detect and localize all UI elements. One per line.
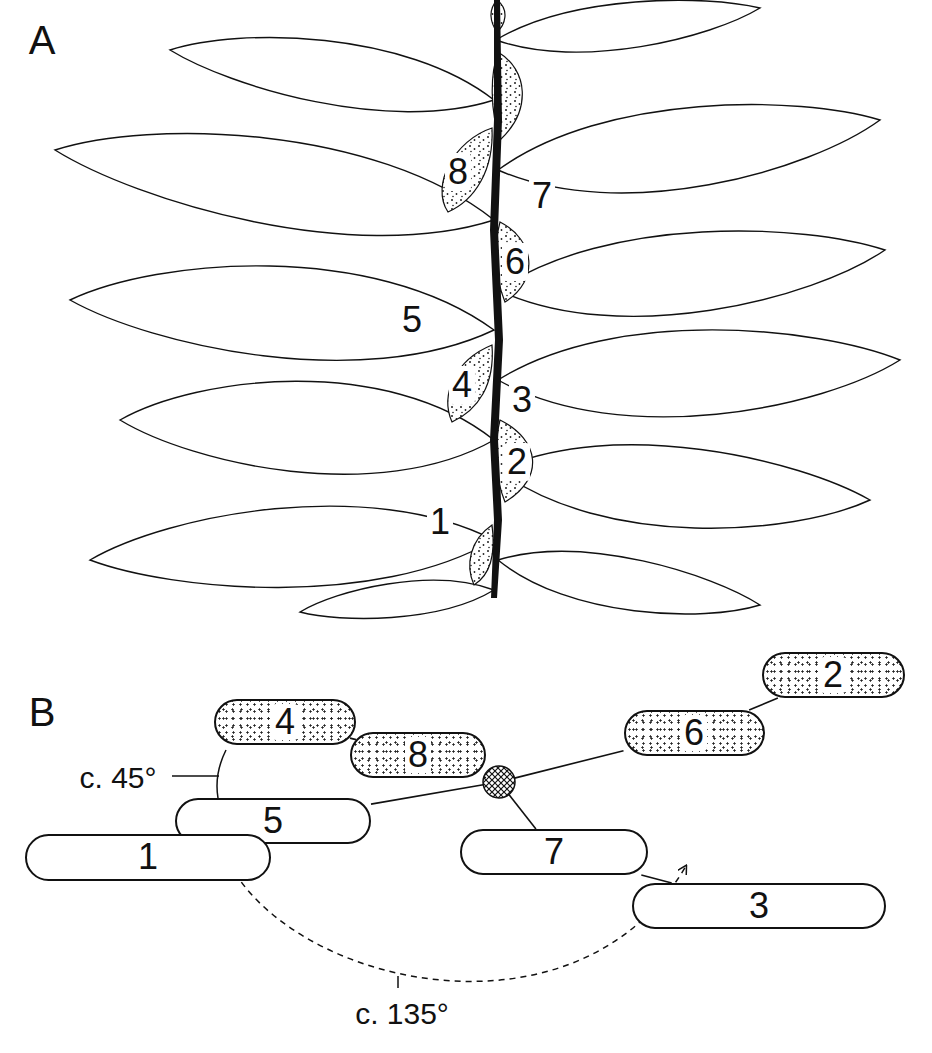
stem (490, 0, 503, 598)
leaf-number: 5 (260, 803, 286, 839)
leaf-oval: 7 (460, 829, 648, 875)
leaf-oval: 1 (25, 834, 271, 881)
leaf-outlines (55, 0, 900, 618)
callout-number: 3 (509, 381, 535, 419)
leaf-outline (120, 381, 494, 474)
leaf-oval: 3 (632, 883, 886, 929)
leaf-number: 2 (820, 657, 846, 693)
stippled-leaf-oval: 4 (214, 699, 356, 745)
stippled-leaf-oval: 8 (350, 732, 486, 778)
stippled-leaf-oval: 2 (762, 652, 905, 698)
stem-section (483, 766, 515, 798)
leaf-number: 4 (272, 704, 298, 740)
callout-number: 6 (502, 243, 528, 281)
leaf-number: 1 (135, 839, 161, 875)
callout-number: 4 (449, 366, 475, 404)
leaf-outline (70, 266, 494, 361)
callout-number: 8 (445, 153, 471, 191)
leaf-number: 7 (541, 834, 567, 870)
leaf-number: 8 (405, 737, 431, 773)
leaf-outline (496, 0, 760, 52)
leaf-outline (498, 330, 900, 417)
angle-tick-135 (397, 976, 399, 988)
angle-label: c. 45° (76, 762, 159, 794)
callout-number: 5 (399, 301, 425, 339)
leaf-outline (498, 105, 880, 193)
angle-label: c. 135° (352, 998, 452, 1030)
callout-number: 7 (529, 177, 555, 215)
stalk-line (509, 795, 536, 829)
leaf-outline (498, 445, 870, 528)
leaf-outline (300, 580, 494, 618)
stalk-line (515, 751, 624, 778)
panel-letter: A (26, 19, 59, 61)
leaf-outline (498, 551, 760, 614)
angle-leader-45 (172, 775, 219, 777)
leaf-outline (498, 231, 885, 316)
leaf-number: 3 (746, 888, 772, 924)
leaf-outline (170, 37, 494, 111)
callout-number: 2 (504, 443, 530, 481)
stalk-connector (641, 875, 671, 883)
leaf-outline (55, 133, 494, 235)
scale-leaves (442, 0, 533, 585)
leaf-number: 6 (681, 715, 707, 751)
stalk-line (484, 776, 486, 778)
stippled-leaf-oval: 6 (624, 710, 765, 756)
callout-number: 1 (427, 503, 453, 541)
stalk-connector (749, 698, 778, 710)
angle-arc-45 (217, 750, 226, 798)
stalk-line (371, 785, 483, 804)
panel-letter: B (26, 691, 59, 733)
